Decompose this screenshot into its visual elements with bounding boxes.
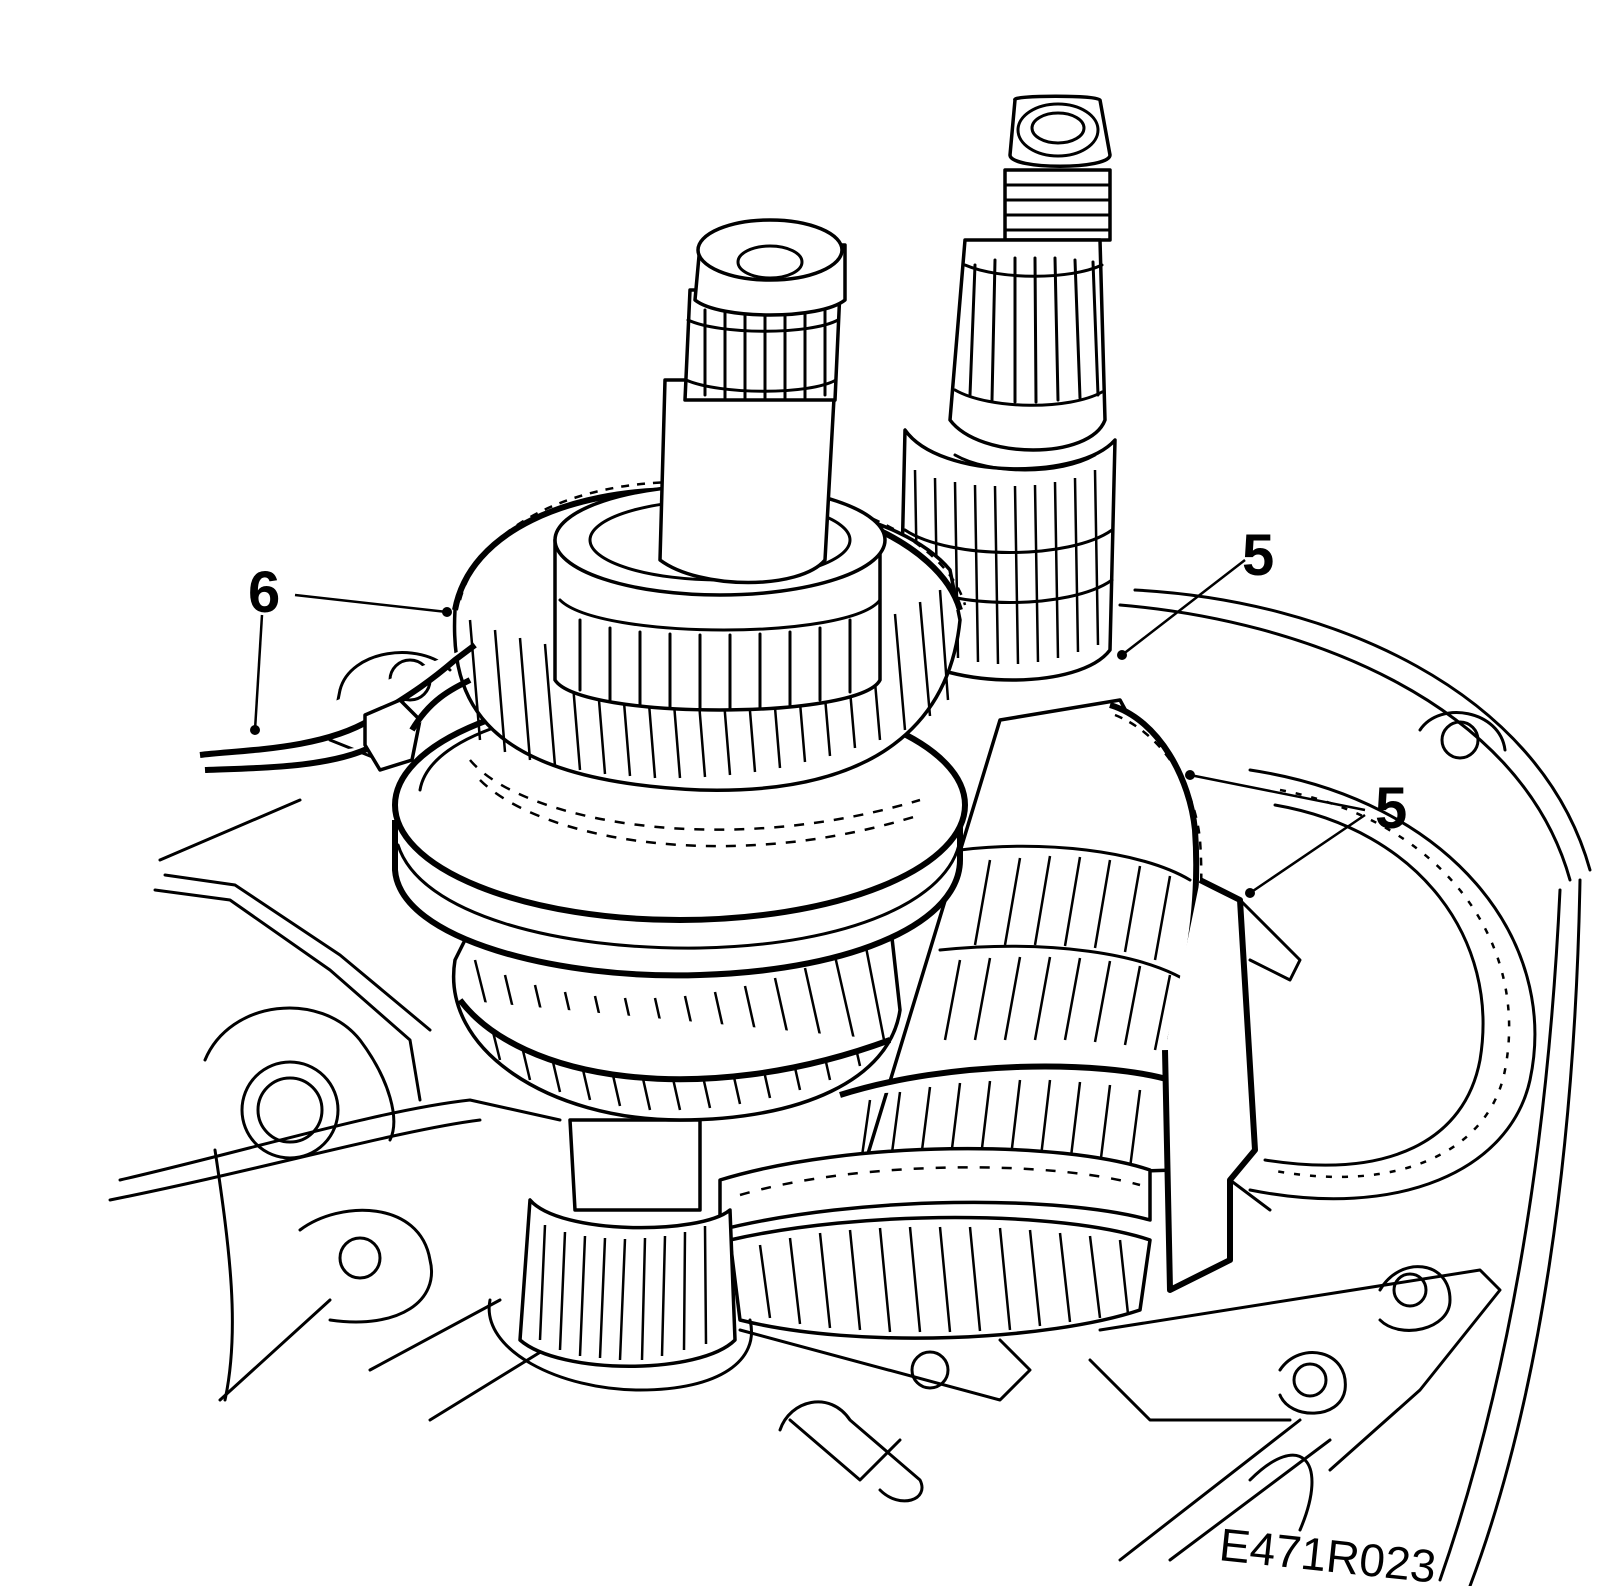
layshaft-gear-stack: [718, 698, 1302, 1340]
label-5a: 5: [1242, 523, 1274, 588]
ring-gear: [1248, 768, 1537, 1201]
leader-lines: [250, 559, 1366, 898]
label-6: 6: [248, 560, 280, 625]
reverse-idler-gear: [487, 1118, 753, 1392]
reference-code: E471R023: [1217, 1518, 1439, 1586]
gearbox-housing: [108, 588, 1592, 1586]
input-shaft-gear-assembly: [392, 218, 968, 1122]
retaining-strap: [199, 642, 477, 773]
label-5b: 5: [1375, 776, 1407, 841]
